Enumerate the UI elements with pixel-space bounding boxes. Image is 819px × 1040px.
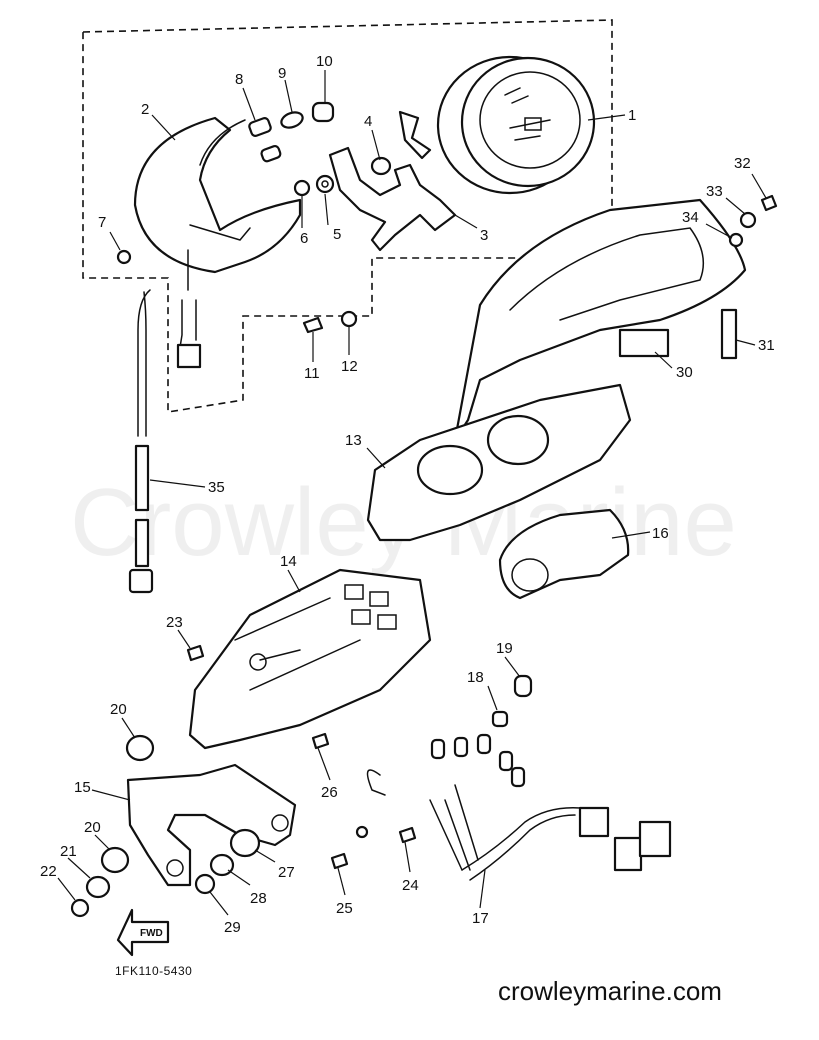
screws-upper <box>116 249 358 334</box>
harness-connector-b <box>613 836 643 872</box>
callout-6: 6 <box>300 230 308 247</box>
site-credit: crowleymarine.com <box>498 976 722 1006</box>
callout-16: 16 <box>652 525 669 542</box>
callout-14: 14 <box>280 553 297 570</box>
callout-27: 27 <box>278 864 295 881</box>
cover-pad <box>618 328 670 358</box>
callout-3: 3 <box>480 227 488 244</box>
gauge-connector <box>176 343 202 369</box>
callout-12: 12 <box>341 358 358 375</box>
callout-18: 18 <box>467 669 484 686</box>
callout-33: 33 <box>706 183 723 200</box>
callout-26: 26 <box>321 784 338 801</box>
callout-23: 23 <box>166 614 183 631</box>
callout-2: 2 <box>141 101 149 118</box>
harness-connector-a <box>578 806 610 838</box>
callout-20-upper: 20 <box>110 701 127 718</box>
callout-8: 8 <box>235 71 243 88</box>
tachometer-face <box>498 508 630 600</box>
callout-4: 4 <box>364 113 372 130</box>
callout-15: 15 <box>74 779 91 796</box>
callout-1: 1 <box>628 107 636 124</box>
forward-label: FWD <box>140 928 163 939</box>
callout-24: 24 <box>402 877 419 894</box>
rubber-block <box>720 308 738 360</box>
callout-19: 19 <box>496 640 513 657</box>
screw-23 <box>186 644 205 662</box>
lower-housing <box>188 568 432 750</box>
gauge-bracket <box>328 146 457 252</box>
bulb-sockets <box>248 101 335 163</box>
upper-cover-rim <box>509 227 705 321</box>
speedometer-cable <box>128 289 154 594</box>
callout-34: 34 <box>682 209 699 226</box>
speedometer-gauge <box>436 55 596 195</box>
callout-7: 7 <box>98 214 106 231</box>
assembly-boundary <box>82 19 613 413</box>
screw-26 <box>311 732 330 750</box>
cover-fasteners <box>728 194 778 248</box>
callout-30: 30 <box>676 364 693 381</box>
gauge-cover <box>133 116 302 274</box>
callout-25: 25 <box>336 900 353 917</box>
bracket-tab <box>398 110 432 160</box>
wire-harness <box>330 674 672 881</box>
housing-opening-right <box>486 414 550 466</box>
callout-17: 17 <box>472 910 489 927</box>
lower-bracket <box>126 763 297 887</box>
callout-29: 29 <box>224 919 241 936</box>
drawing-code: 1FK110-5430 <box>115 964 192 978</box>
grommet-washers <box>293 156 392 197</box>
callout-28: 28 <box>250 890 267 907</box>
harness-connector-c <box>638 820 672 858</box>
forward-arrow-icon <box>116 908 170 957</box>
callout-35: 35 <box>208 479 225 496</box>
lower-fasteners <box>70 734 261 918</box>
callout-13: 13 <box>345 432 362 449</box>
callout-20-lower: 20 <box>84 819 101 836</box>
callout-21: 21 <box>60 843 77 860</box>
meter-housing <box>366 383 632 542</box>
callout-10: 10 <box>316 53 333 70</box>
callout-5: 5 <box>333 226 341 243</box>
housing-opening-left <box>416 444 484 496</box>
callout-22: 22 <box>40 863 57 880</box>
callout-9: 9 <box>278 65 286 82</box>
callout-11: 11 <box>304 365 320 382</box>
callout-31: 31 <box>758 337 775 354</box>
upper-cover <box>453 198 747 442</box>
callout-32: 32 <box>734 155 751 172</box>
leader-lines <box>57 70 767 916</box>
